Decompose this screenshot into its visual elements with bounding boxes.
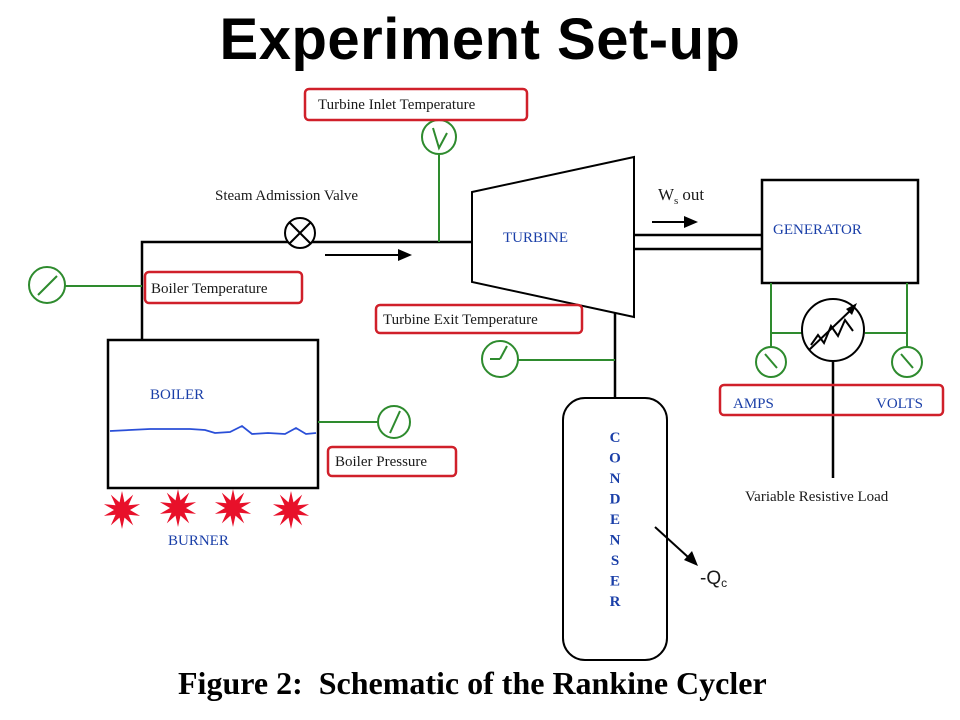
amps-meter-icon: [755, 346, 787, 378]
volts-meter-icon: [891, 346, 923, 378]
burner-label: BURNER: [168, 533, 229, 549]
condenser-letter: E: [610, 512, 620, 528]
boiler: [106, 338, 320, 490]
inlet-temp-highlight: [303, 87, 529, 122]
steam-flow-arrow: [325, 249, 412, 261]
heat-out-arrow: [654, 526, 698, 566]
boiler-pressure-highlight: [326, 445, 458, 478]
work-out-arrow: [652, 216, 698, 228]
generator-label: GENERATOR: [773, 222, 862, 238]
boiler-temp-sensor: [28, 266, 142, 304]
boiler-temp-label: Boiler Temperature: [151, 281, 268, 297]
condenser-letter: S: [611, 553, 619, 569]
amps-label: AMPS: [733, 396, 774, 412]
turbine-label: TURBINE: [503, 230, 568, 246]
flame-icon: [159, 489, 197, 527]
steam-valve-label: Steam Admission Valve: [215, 188, 358, 204]
condenser-letter: C: [610, 430, 621, 446]
figure-caption: Figure 2: Schematic of the Rankine Cycle…: [178, 665, 767, 701]
inlet-temp-label: Turbine Inlet Temperature: [318, 97, 476, 113]
water-level-line: [109, 424, 317, 435]
exit-temp-highlight: [374, 303, 584, 335]
condenser-letter: R: [610, 594, 621, 610]
inlet-temp-sensor: [421, 119, 457, 242]
variable-resistor-icon: [801, 298, 865, 362]
exit-temp-sensor: [481, 340, 615, 378]
flame-icon: [214, 489, 252, 527]
condenser-letter: N: [610, 471, 621, 487]
boiler-pressure-label: Boiler Pressure: [335, 454, 427, 470]
exit-temp-label: Turbine Exit Temperature: [383, 312, 538, 328]
generator-leads: [770, 283, 908, 347]
heat-out-label: -Qc: [700, 568, 727, 590]
steam-admission-valve: [284, 217, 316, 249]
condenser: [562, 397, 668, 661]
condenser-letter: O: [609, 451, 621, 467]
generator: [760, 178, 920, 285]
condenser-letter: D: [610, 492, 621, 508]
volts-label: VOLTS: [876, 396, 923, 412]
boiler-temp-highlight: [143, 270, 304, 305]
slide-title: Experiment Set-up: [219, 7, 741, 72]
condenser-letter: E: [610, 574, 620, 590]
turbine: [471, 155, 635, 319]
variable-load-label: Variable Resistive Load: [745, 489, 889, 505]
flame-icon: [272, 491, 310, 529]
amps-volts-highlight: [718, 383, 945, 417]
condenser-letter: N: [610, 533, 621, 549]
boiler-label: BOILER: [150, 387, 204, 403]
flame-icon: [103, 491, 141, 529]
burner-flames: [103, 489, 310, 529]
boiler-pressure-sensor: [318, 405, 411, 439]
